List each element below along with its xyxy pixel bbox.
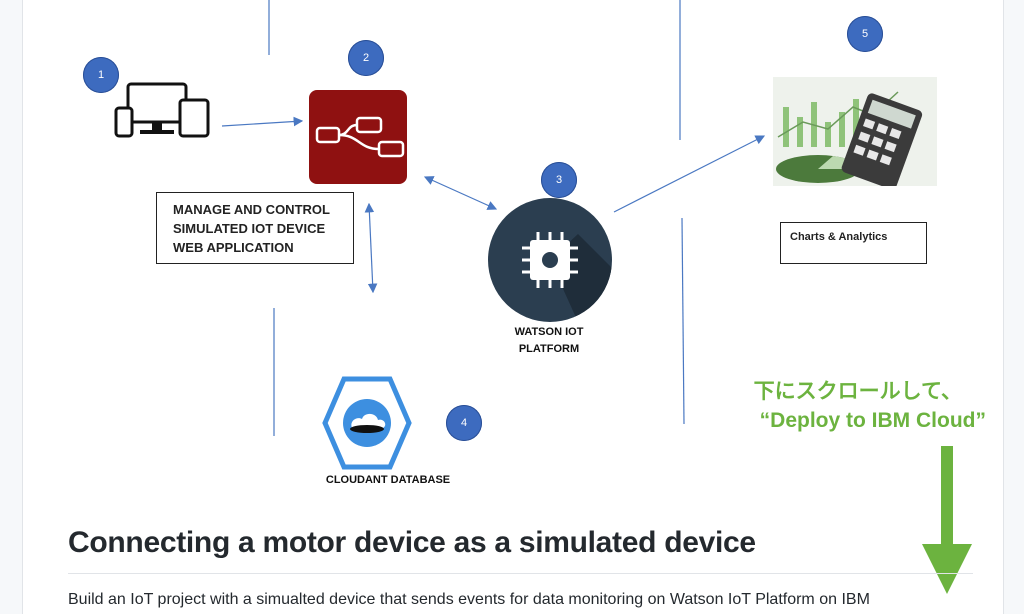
badge-5: 5 — [847, 16, 883, 52]
node-red-icon — [309, 90, 407, 184]
watson-label: WATSON IOT PLATFORM — [494, 324, 604, 358]
charts-analytics-label: Charts & Analytics — [790, 231, 888, 243]
scroll-instruction-note: 下にスクロールして、 “Deploy to IBM Cloud” — [700, 377, 986, 435]
badge-4: 4 — [446, 405, 482, 441]
watson-label-line-2: PLATFORM — [518, 343, 580, 355]
devices-icon — [114, 82, 210, 138]
arrow-devices-to-nodered — [221, 116, 304, 127]
arrow-nodered-watson — [423, 176, 498, 210]
manage-app-label-box: MANAGE AND CONTROL SIMULATED IOT DEVICE … — [156, 192, 354, 264]
charts-analytics-image — [773, 77, 937, 186]
manage-line-2: SIMULATED IOT DEVICE — [173, 221, 326, 236]
intro-paragraph: Build an IoT project with a simualted de… — [68, 591, 870, 608]
manage-line-1: MANAGE AND CONTROL — [173, 202, 330, 217]
watson-iot-icon — [488, 198, 612, 322]
scroll-instruction-line-1: 下にスクロールして、 — [753, 380, 962, 403]
manage-line-3: WEB APPLICATION — [173, 240, 294, 255]
badge-1: 1 — [83, 57, 119, 93]
cloudant-label: CLOUDANT DATABASE — [325, 474, 451, 486]
arrow-nodered-cloudant — [364, 202, 378, 294]
badge-2: 2 — [348, 40, 384, 76]
arrow-watson-to-charts — [613, 135, 766, 213]
heading-divider — [68, 573, 973, 574]
section-heading: Connecting a motor device as a simulated… — [68, 526, 756, 559]
charts-analytics-box: Charts & Analytics — [780, 222, 927, 264]
cloudant-icon — [322, 376, 412, 470]
scroll-instruction-line-2: “Deploy to IBM Cloud” — [759, 409, 986, 432]
divider-line-bottom-right — [681, 217, 685, 425]
scroll-down-arrow-icon — [922, 446, 972, 594]
watson-label-line-1: WATSON IOT — [514, 326, 584, 338]
badge-3: 3 — [541, 162, 577, 198]
